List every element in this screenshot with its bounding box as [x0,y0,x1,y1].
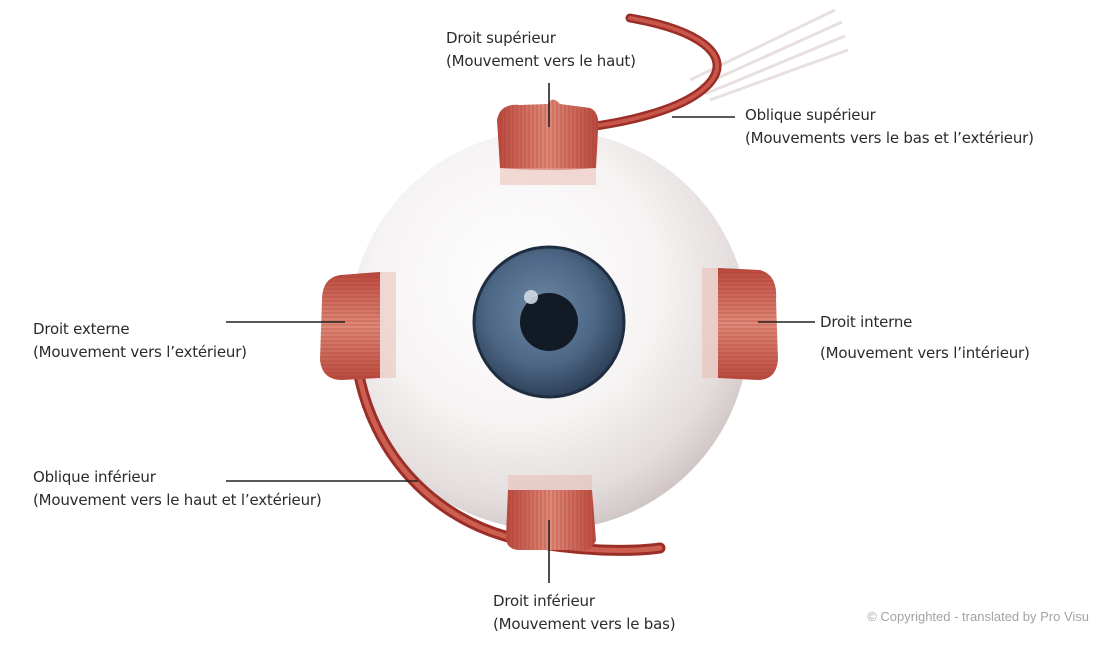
copyright-notice: © Copyrighted - translated by Pro Visu [867,609,1089,624]
label-superior-rectus-name: Droit supérieur [446,27,636,50]
pupil-highlight [524,290,538,304]
label-lateral-rectus-name: Droit externe [33,318,247,341]
label-inferior-rectus-name: Droit inférieur [493,590,675,613]
label-inferior-oblique-action: (Mouvement vers le haut et l’extérieur) [33,489,322,512]
label-lateral-rectus: Droit externe (Mouvement vers l’extérieu… [33,318,247,364]
superior-rectus-muscle [497,100,598,186]
inferior-rectus-muscle [506,475,596,551]
label-superior-rectus-action: (Mouvement vers le haut) [446,50,636,73]
label-superior-oblique: Oblique supérieur (Mouvements vers le ba… [745,104,1034,150]
label-lateral-rectus-action: (Mouvement vers l’extérieur) [33,341,247,364]
label-inferior-rectus-action: (Mouvement vers le bas) [493,613,675,636]
lateral-rectus-muscle [320,272,396,380]
label-inferior-rectus: Droit inférieur (Mouvement vers le bas) [493,590,675,636]
label-superior-oblique-action: (Mouvements vers le bas et l’extérieur) [745,127,1034,150]
label-inferior-oblique: Oblique inférieur (Mouvement vers le hau… [33,466,322,512]
medial-rectus-muscle [702,268,778,380]
label-superior-rectus: Droit supérieur (Mouvement vers le haut) [446,27,636,73]
label-medial-rectus-action: (Mouvement vers l’intérieur) [820,342,1030,365]
label-inferior-oblique-name: Oblique inférieur [33,466,322,489]
label-superior-oblique-name: Oblique supérieur [745,104,1034,127]
label-medial-rectus: Droit interne (Mouvement vers l’intérieu… [820,311,1030,365]
label-medial-rectus-name: Droit interne [820,311,1030,334]
